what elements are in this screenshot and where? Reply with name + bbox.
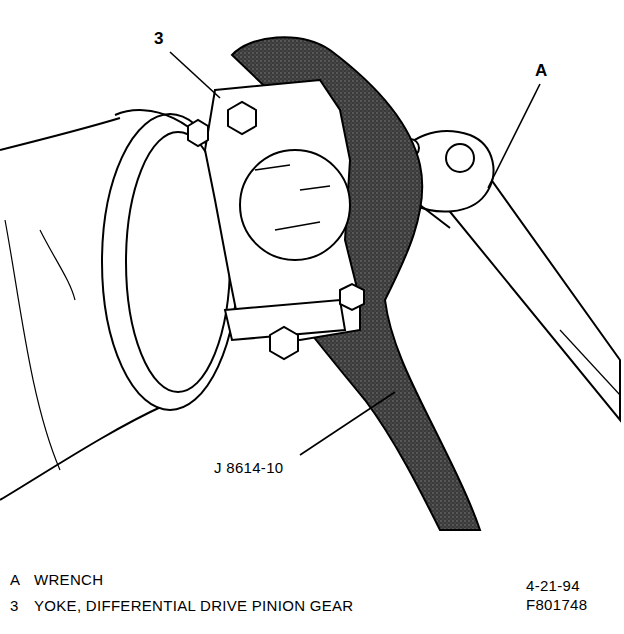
- legend-key: A: [10, 572, 20, 589]
- legend-text: WRENCH: [34, 572, 103, 589]
- wrench: [394, 131, 620, 420]
- leader-line: [170, 52, 540, 455]
- bolt: [188, 102, 364, 359]
- callout-letter: A: [535, 62, 548, 81]
- date-stamp: 4-21-94: [526, 578, 580, 595]
- legend-text: YOKE, DIFFERENTIAL DRIVE PINION GEAR: [34, 598, 353, 615]
- legend-key: 3: [10, 598, 19, 615]
- callout-number: 3: [154, 30, 164, 49]
- pinion-yoke: [205, 80, 360, 340]
- axle-housing: [0, 110, 238, 500]
- figure-number: F801748: [526, 597, 587, 614]
- tool-number: J 8614-10: [214, 460, 283, 477]
